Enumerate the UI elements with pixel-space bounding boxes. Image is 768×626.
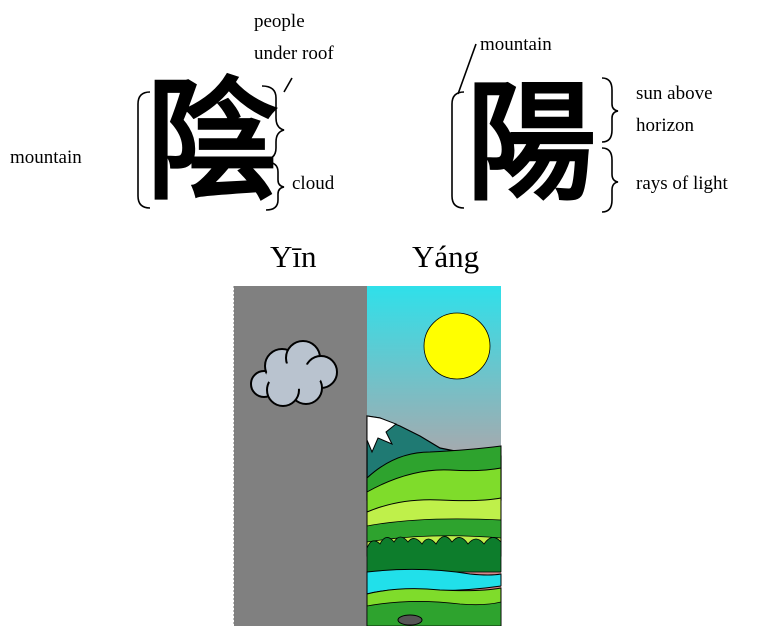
yin-mountain-label: mountain <box>10 147 82 168</box>
yin-bottom-right-bracket <box>265 161 285 211</box>
yang-rays-label: rays of light <box>636 173 728 194</box>
yin-cloud-label: cloud <box>292 173 335 194</box>
yin-people-label-line1: people <box>254 11 305 32</box>
yang-character: 陽 <box>466 66 597 219</box>
yin-top-right-bracket <box>261 85 285 161</box>
yang-sun-label-line2: horizon <box>636 115 695 136</box>
yang-mountain-leader <box>457 43 477 95</box>
cloud-icon <box>250 340 338 407</box>
yin-people-leader <box>283 77 293 93</box>
forest <box>366 536 502 573</box>
sun-icon <box>423 312 491 380</box>
yin-panel <box>234 286 367 626</box>
rock <box>397 614 423 626</box>
yin-character: 陰 <box>146 64 278 219</box>
yang-top-right-bracket <box>601 77 619 143</box>
yang-heading: Yáng <box>412 239 480 274</box>
yang-mountain-label: mountain <box>480 34 552 55</box>
yang-bottom-right-bracket <box>601 147 619 213</box>
yin-heading: Yīn <box>270 239 317 274</box>
yin-people-label-line2: under roof <box>254 43 334 64</box>
yin-left-bracket <box>137 91 151 209</box>
yang-sun-label-line1: sun above <box>636 83 713 104</box>
foreground-grass-front <box>366 601 502 626</box>
